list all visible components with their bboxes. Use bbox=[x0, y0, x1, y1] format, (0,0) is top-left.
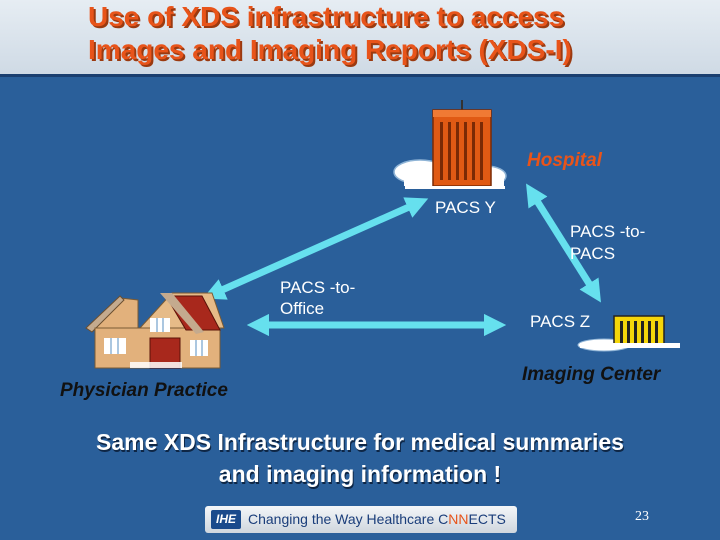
pacs-to-pacs-label-line-1: PACS -to- bbox=[570, 222, 646, 241]
physician-house-icon bbox=[85, 292, 225, 369]
tagline-prefix: Changing the Way Healthcare C bbox=[248, 511, 449, 527]
pacs-to-office-label-line-2: Office bbox=[280, 299, 325, 318]
hospital-building-icon bbox=[393, 100, 507, 189]
slide-title: Use of XDS infrastructure to access Imag… bbox=[88, 0, 708, 66]
summary-line-2: and imaging information ! bbox=[218, 461, 502, 487]
imaging-center-building-icon bbox=[577, 315, 680, 352]
footer-tagline: Changing the Way Healthcare CNNECTS bbox=[248, 506, 506, 533]
pacs-z-label: PACS Z bbox=[530, 312, 591, 331]
tagline-accent: NN bbox=[448, 511, 469, 527]
tagline-suffix: ECTS bbox=[468, 511, 506, 527]
hospital-label: Hospital bbox=[527, 150, 602, 171]
page-number: 23 bbox=[635, 509, 649, 524]
pacs-to-pacs-label-line-2: PACS bbox=[570, 244, 616, 263]
arrow-physician-to-hospital bbox=[202, 197, 429, 300]
pacs-to-office-label-line-1: PACS -to- bbox=[280, 278, 356, 297]
arrow-hospital-to-imaging bbox=[526, 183, 601, 303]
summary-text: Same XDS Infrastructure for medical summ… bbox=[20, 426, 700, 490]
pacs-y-label: PACS Y bbox=[435, 198, 496, 217]
imaging-center-label: Imaging Center bbox=[522, 364, 661, 385]
title-line-2: Images and Imaging Reports (XDS-I) bbox=[88, 34, 572, 65]
physician-practice-label: Physician Practice bbox=[60, 380, 228, 401]
title-line-1: Use of XDS infrastructure to access bbox=[88, 1, 565, 32]
summary-line-1: Same XDS Infrastructure for medical summ… bbox=[96, 429, 624, 455]
title-header: Use of XDS infrastructure to access Imag… bbox=[0, 0, 720, 77]
ihe-logo-icon: IHE bbox=[211, 510, 241, 529]
ihe-footer-banner: IHE Changing the Way Healthcare CNNECTS bbox=[205, 506, 517, 533]
